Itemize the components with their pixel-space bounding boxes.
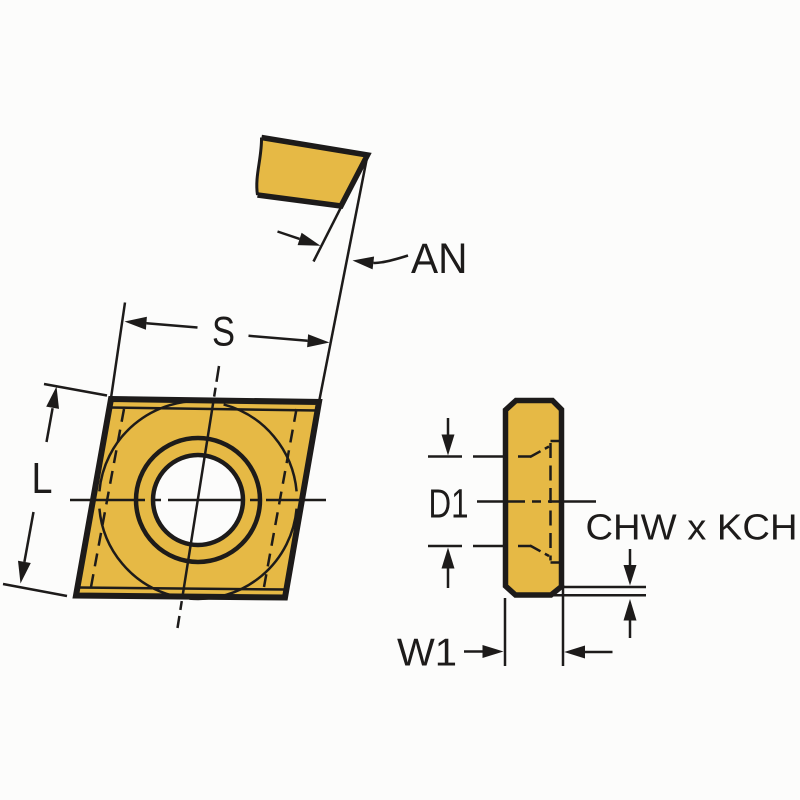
KCH-arrow-up xyxy=(623,599,637,638)
S-arrow-right xyxy=(248,334,330,348)
dimension-KCH xyxy=(552,549,646,638)
L-extension-top xyxy=(43,382,108,397)
L-extension-bottom xyxy=(2,582,68,598)
drawing-lines xyxy=(2,134,646,666)
corner-projection-line xyxy=(317,154,369,403)
insert-side-outline xyxy=(502,397,565,598)
bottom-edge-chamfer-line xyxy=(77,586,287,591)
arrowhead xyxy=(352,256,375,270)
arrowhead xyxy=(124,316,147,330)
top-view xyxy=(2,302,330,629)
KCH-arrow-down xyxy=(623,549,637,586)
label-W1: W1 xyxy=(397,632,457,675)
top-edge-chamfer-line xyxy=(109,406,318,412)
corner-detail-view xyxy=(255,134,409,403)
label-L: L xyxy=(32,454,53,503)
label-S: S xyxy=(212,308,235,355)
arrowhead xyxy=(482,645,504,658)
arrowhead xyxy=(297,232,321,246)
right-hidden-chamfer-line xyxy=(262,408,298,588)
W1-arrow-left xyxy=(564,645,613,659)
angle-arrow-flank xyxy=(277,230,321,246)
side-view xyxy=(428,397,646,666)
label-AN: AN xyxy=(411,236,468,283)
D1-arrow-down xyxy=(441,418,455,456)
L-arrow-down xyxy=(18,511,35,584)
detail-wedge-fill xyxy=(256,137,368,206)
arrowhead xyxy=(623,599,637,621)
dimension-S xyxy=(109,302,330,399)
S-extension-left xyxy=(109,302,127,399)
label-D1: D1 xyxy=(429,481,469,527)
arrowhead xyxy=(564,645,585,659)
D1-arrow-up xyxy=(441,547,455,588)
arrowhead xyxy=(307,334,330,348)
inscribed-circle xyxy=(98,399,298,601)
L-arrow-up xyxy=(45,386,59,443)
dimension-W1 xyxy=(464,585,613,666)
vertical-center-line xyxy=(176,365,221,629)
arrowhead xyxy=(441,434,455,456)
arrowhead xyxy=(623,565,637,586)
arrowhead xyxy=(18,560,31,584)
countersink-cone-bottom xyxy=(529,544,550,558)
arrowhead xyxy=(46,386,59,409)
label-CHW-KCH: CHW x KCH xyxy=(586,507,798,548)
dimension-labels: AN S L D1 CHW x KCH W1 xyxy=(32,236,798,675)
detail-break-edge xyxy=(255,137,264,196)
W1-arrow-right xyxy=(464,645,504,658)
arrowhead xyxy=(441,547,455,569)
countersink-cone-top xyxy=(529,445,550,459)
S-arrow-left xyxy=(124,316,198,330)
angle-arrow-reference xyxy=(352,254,409,270)
flank-angle-line xyxy=(312,154,369,263)
dimension-D1 xyxy=(441,418,455,588)
dimension-L xyxy=(2,382,108,598)
left-hidden-chamfer-line xyxy=(89,408,126,588)
